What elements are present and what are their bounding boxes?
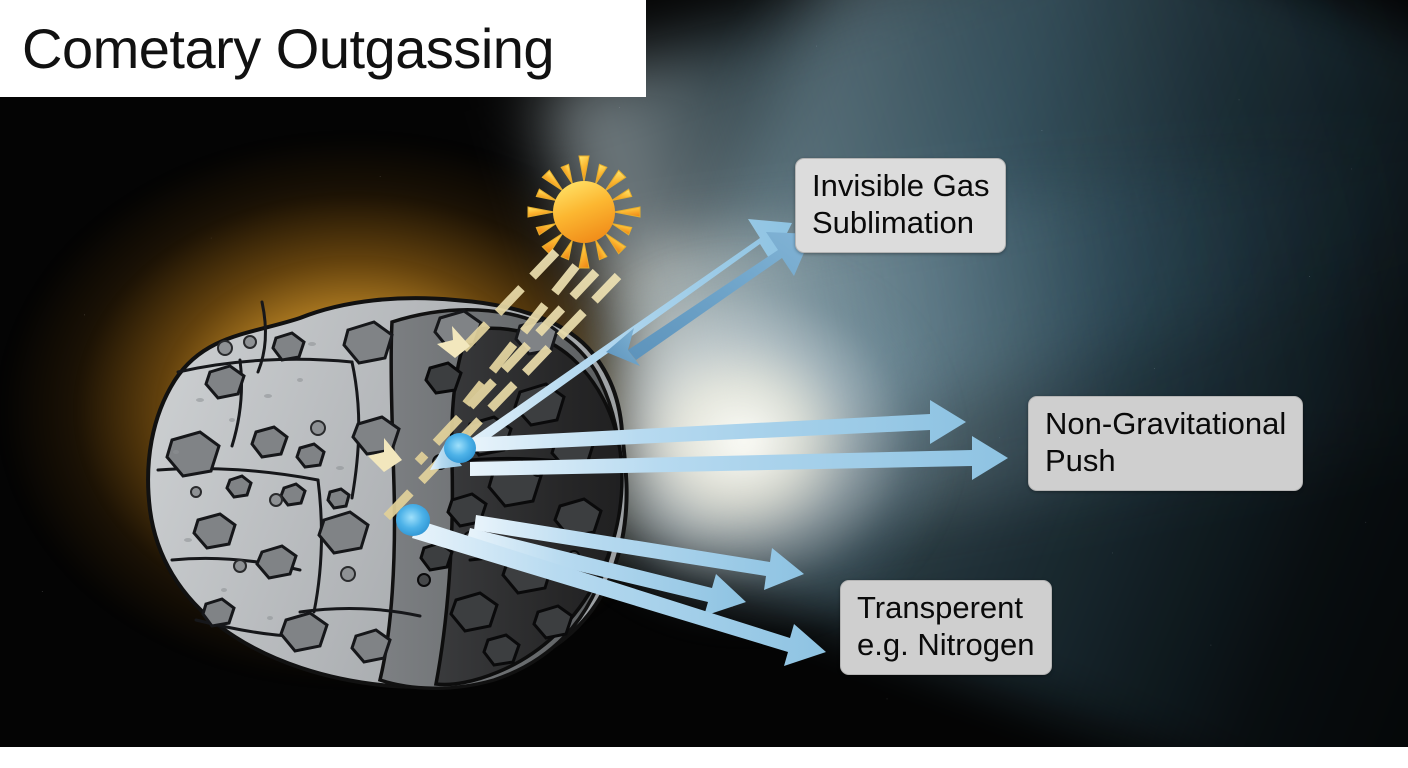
label-transparent-nitrogen: Transperent e.g. Nitrogen (840, 580, 1052, 676)
sunlight-ray-group (380, 248, 622, 524)
gas-jet-arrow-lower-3 (412, 520, 826, 666)
comet-nucleus (146, 296, 629, 690)
gas-jet-arrow-mid-2 (470, 436, 1008, 480)
page-title: Cometary Outgassing (22, 16, 555, 80)
gas-jet-arrow-lower-1 (474, 515, 804, 590)
gas-jet-arrow-lower-2 (466, 528, 746, 616)
title-banner: Cometary Outgassing (0, 0, 646, 97)
label-non-gravitational-push: Non-Gravitational Push (1028, 396, 1304, 492)
gas-jet-arrow-mid-1 (466, 400, 966, 452)
bottom-margin-strip (0, 747, 1408, 768)
label-invisible-gas-sublimation: Invisible Gas Sublimation (795, 158, 1007, 254)
sun-icon (527, 155, 641, 269)
double-headed-arrow (606, 232, 812, 366)
sunlight-ray-arrowheads (368, 326, 470, 472)
gas-vent-group (396, 433, 476, 536)
